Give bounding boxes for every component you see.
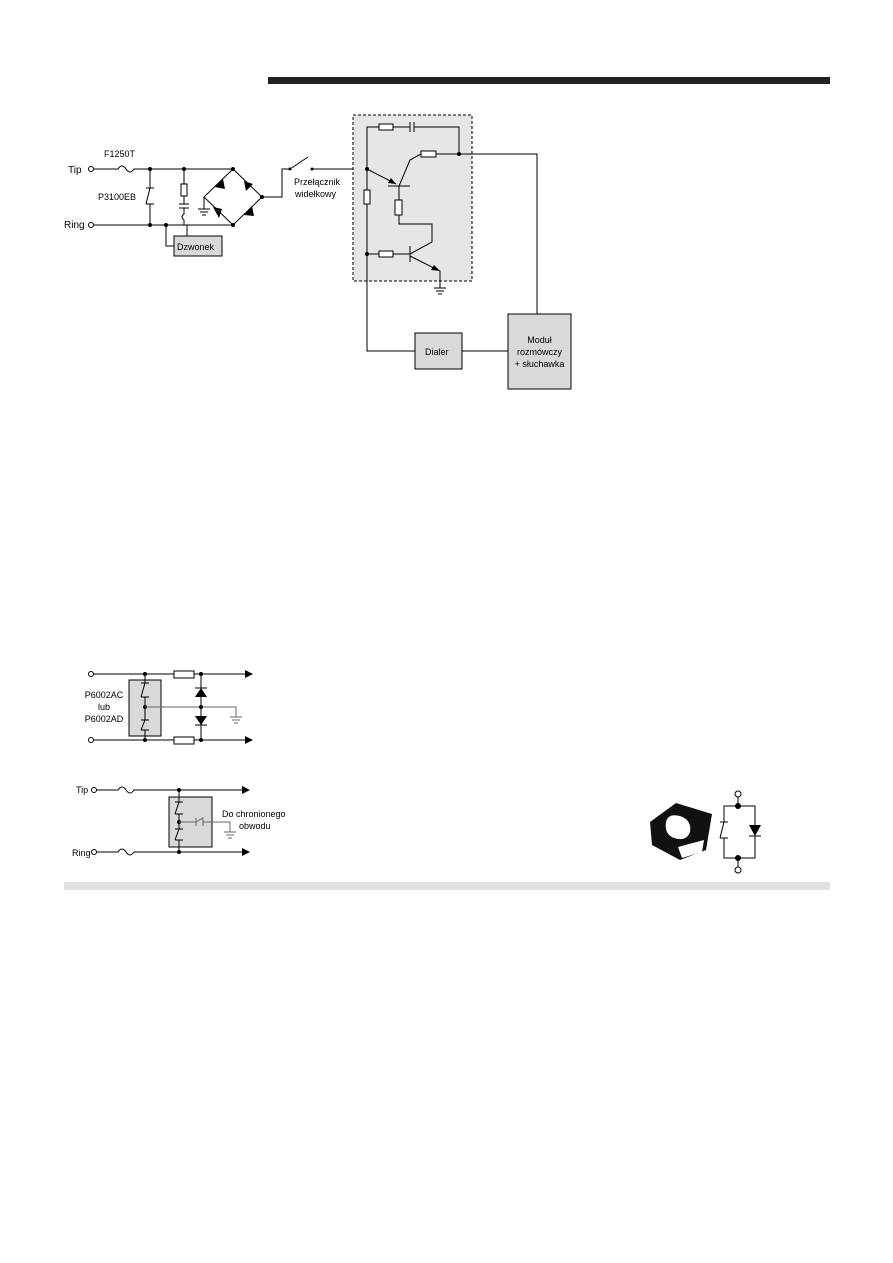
tip-terminal	[88, 166, 94, 172]
tip-label: Tip	[68, 165, 82, 176]
interface-block	[352, 114, 473, 282]
module-label-2: rozmówczy	[517, 347, 563, 357]
bell-box	[173, 235, 223, 257]
p6002-label-3: P6002AD	[85, 714, 124, 724]
p6002-label-1: P6002AC	[85, 690, 124, 700]
dialer-box	[414, 332, 463, 370]
tip-ring-protection-diagram: Tip Ring Do chronionego obwodu	[72, 785, 286, 858]
bell-label: Dzwonek	[177, 242, 215, 252]
hook-switch-label-2: widełkowy	[294, 189, 337, 199]
module-label-1: Moduł	[527, 335, 552, 345]
header-bar	[268, 77, 830, 84]
protector-label: P3100EB	[98, 192, 136, 202]
speech-module-box	[507, 313, 572, 390]
ring-label: Ring	[64, 220, 85, 231]
module-label-3: + słuchawka	[515, 359, 565, 369]
ring-terminal	[88, 222, 94, 228]
ring-label-2: Ring	[72, 848, 91, 858]
hook-switch-label-1: Przełącznik	[294, 177, 341, 187]
protected-circuit-label-1: Do chronionego	[222, 809, 286, 819]
p6002-protection-diagram: P6002AC lub P6002AD	[85, 671, 252, 744]
fuse-label: F1250T	[104, 149, 136, 159]
footer-bar	[64, 882, 830, 890]
p6002-label-2: lub	[98, 702, 110, 712]
ring-resistor	[180, 183, 188, 197]
tip-label-2: Tip	[76, 785, 88, 795]
protected-circuit-label-2: obwodu	[239, 821, 271, 831]
smd-package-illustration	[650, 803, 712, 860]
telephone-circuit-diagram: Tip Ring F1250T P3100EB Dzwonek	[64, 114, 572, 390]
dialer-label: Dialer	[425, 347, 449, 357]
device-schematic-symbol	[719, 790, 761, 874]
